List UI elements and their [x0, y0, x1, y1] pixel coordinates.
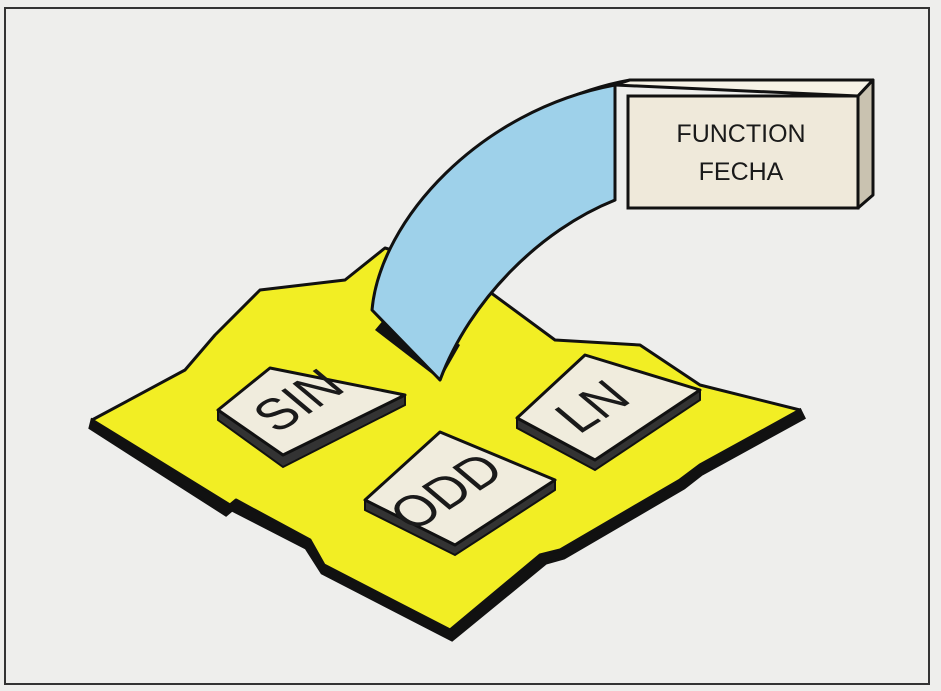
- function-block-top: [615, 80, 873, 96]
- function-block-line1: FUNCTION: [676, 120, 805, 148]
- function-block-side: [858, 80, 873, 208]
- function-block: [628, 96, 858, 208]
- function-block-line2: FECHA: [699, 158, 784, 186]
